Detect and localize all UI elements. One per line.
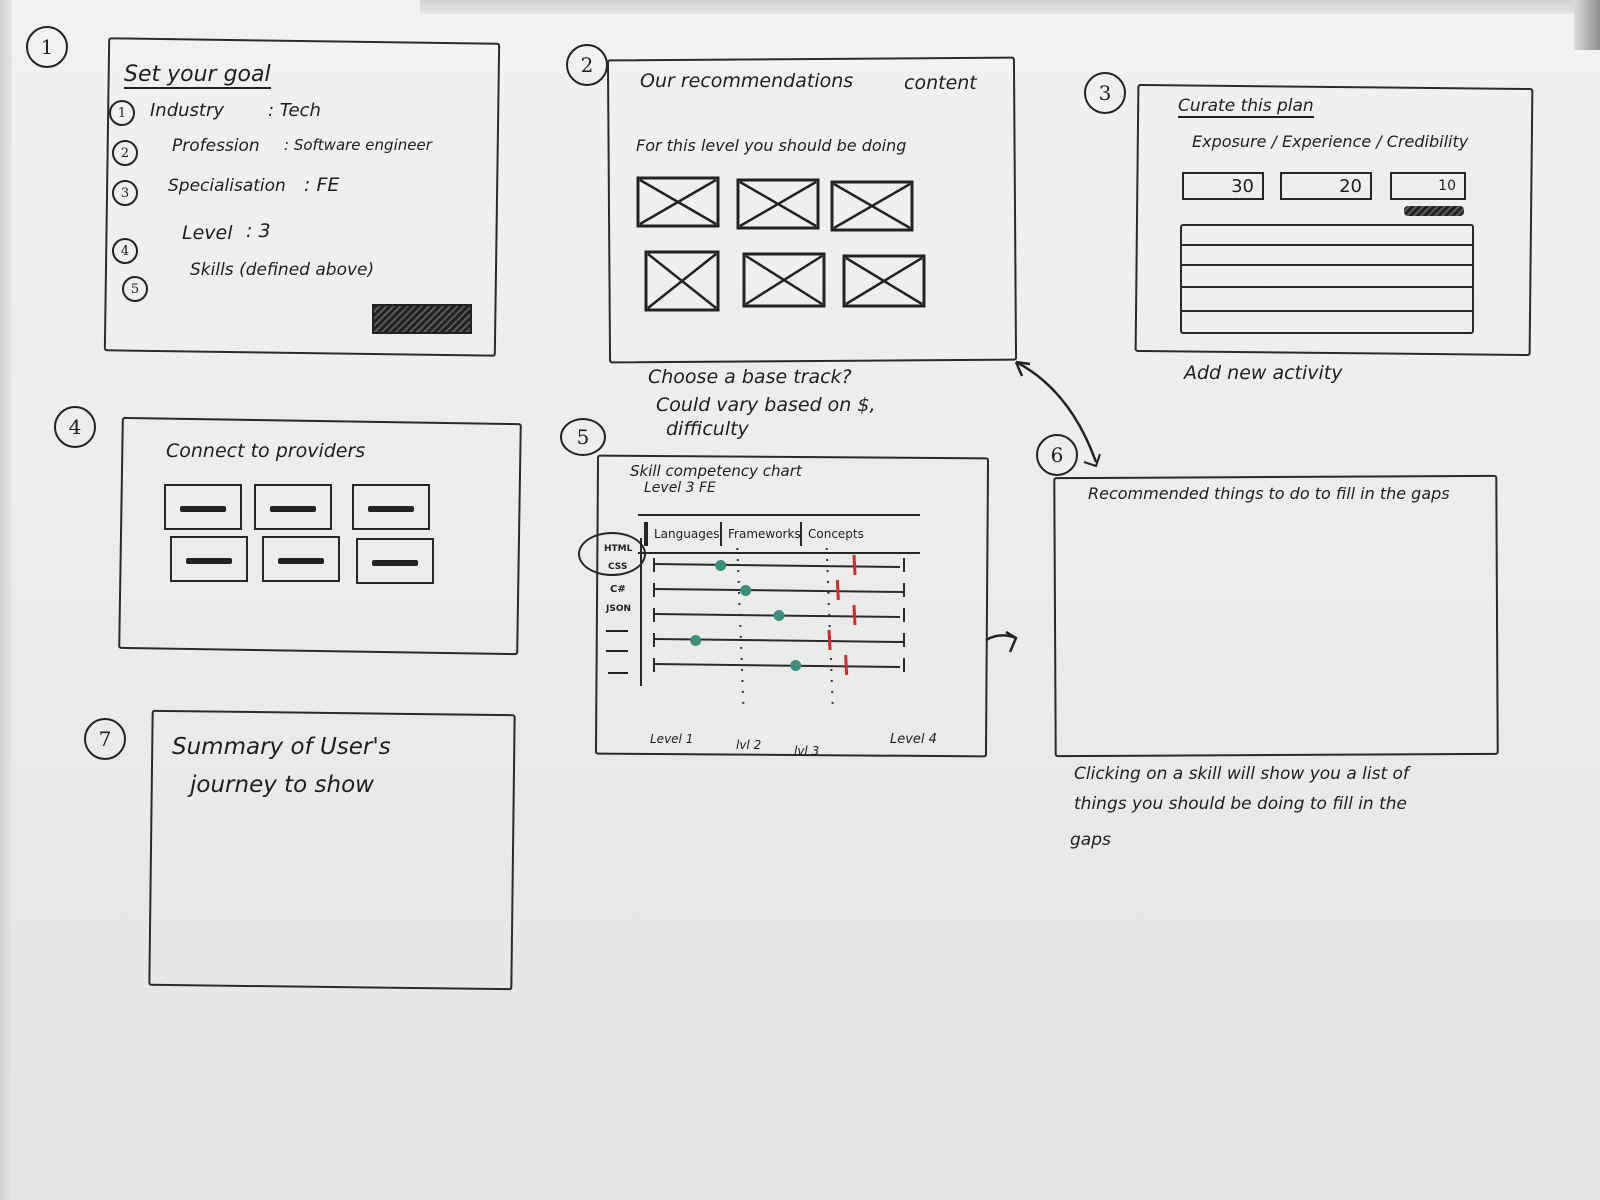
chart-subtitle: Level 3 FE (644, 480, 716, 496)
item-2-number: 2 (112, 140, 138, 166)
screen7-title-line-1: Summary of User's (172, 734, 391, 760)
screen6-title: Recommended things to do to fill in the … (1088, 484, 1450, 503)
row-label-css[interactable]: CSS (608, 562, 628, 572)
item-1-number: 1 (109, 100, 135, 126)
recommendation-placeholder-6[interactable] (842, 254, 926, 308)
row-label-blank-3[interactable] (608, 672, 628, 674)
tab-concepts[interactable]: Concepts (800, 522, 908, 546)
chart-tab-strip (638, 514, 920, 554)
x-tick-lvl-3: lvl 3 (794, 744, 820, 758)
provider-tile-2[interactable] (254, 484, 332, 530)
screen-number-7: 7 (84, 718, 126, 760)
provider-tile-4[interactable] (170, 536, 248, 582)
recommendation-placeholder-4[interactable] (644, 250, 720, 312)
item-2-label: Profession (172, 136, 260, 156)
provider-tile-3[interactable] (352, 484, 430, 530)
provider-tile-5[interactable] (262, 536, 340, 582)
skill-track-line (653, 663, 901, 668)
item-3-number: 3 (112, 180, 138, 206)
tab-languages[interactable]: Languages (644, 522, 724, 546)
recommendation-placeholder-5[interactable] (742, 252, 826, 308)
screen2-title-right: content (904, 72, 977, 94)
x-tick-level-4: Level 4 (890, 732, 937, 747)
screen2-note-line-3: difficulty (666, 418, 749, 440)
target-level-marker (827, 629, 832, 651)
item-2-value: : Software engineer (284, 136, 432, 154)
row-label-html[interactable]: HTML (604, 544, 633, 554)
target-level-marker (844, 654, 849, 676)
screen3-action-button-sketch[interactable] (1404, 206, 1464, 216)
row-label-json[interactable]: JSON (606, 604, 632, 614)
screen6-note-line-3: gaps (1070, 830, 1111, 850)
screen-number-6: 6 (1036, 434, 1078, 476)
screen6-note-line-1: Clicking on a skill will show you a list… (1074, 764, 1409, 784)
skill-track-line (653, 588, 905, 593)
item-1-value: : Tech (268, 100, 321, 121)
x-tick-lvl-2: lvl 2 (736, 738, 762, 752)
row-label-csharp[interactable]: C# (610, 584, 626, 595)
add-new-activity-link[interactable]: Add new activity (1184, 362, 1343, 384)
level-guide-line (736, 547, 745, 705)
screen2-note-line-2: Could vary based on $, (656, 394, 876, 416)
screen-number-4: 4 (54, 406, 96, 448)
chart-title: Skill competency chart (630, 462, 802, 480)
screen-number-5: 5 (560, 418, 606, 456)
row-label-blank-1[interactable] (606, 630, 628, 632)
skill-competency-chart[interactable] (640, 540, 920, 720)
screen2-title: Our recommendations (640, 70, 854, 92)
item-4-value: : 3 (246, 220, 271, 242)
item-5-number: 5 (122, 276, 148, 302)
activity-row[interactable] (1182, 264, 1472, 266)
screen3-columns: Exposure / Experience / Credibility (1192, 132, 1469, 151)
screen4-title: Connect to providers (166, 440, 366, 462)
item-3-value: : FE (304, 174, 340, 196)
provider-tile-6[interactable] (356, 538, 434, 584)
activity-row[interactable] (1182, 286, 1472, 288)
x-tick-level-1: Level 1 (650, 732, 694, 746)
screen2-subtitle: For this level you should be doing (636, 136, 907, 155)
whiteboard-frame-left (0, 0, 12, 1200)
screen6-frame (1053, 474, 1499, 758)
chart-side-panel (594, 538, 642, 686)
recommendation-placeholder-2[interactable] (736, 178, 820, 230)
current-level-point[interactable] (715, 560, 727, 571)
screen3-title: Curate this plan (1178, 96, 1314, 118)
target-level-marker (852, 554, 857, 576)
current-level-point[interactable] (790, 660, 802, 671)
tab-frameworks[interactable]: Frameworks (720, 522, 801, 546)
screen2-note-line-1: Choose a base track? (648, 366, 852, 388)
selected-skill-highlight (578, 532, 646, 576)
screen-number-2: 2 (566, 44, 608, 86)
activity-row[interactable] (1182, 244, 1472, 246)
screen6-note-line-2: things you should be doing to fill in th… (1074, 794, 1407, 814)
item-4-number: 4 (112, 238, 138, 264)
whiteboard-frame-corner (1574, 0, 1600, 50)
item-5-label: Skills (defined above) (190, 260, 375, 280)
exposure-input[interactable]: 30 (1182, 172, 1264, 200)
target-level-marker (852, 604, 857, 626)
current-level-point[interactable] (740, 585, 752, 596)
target-level-marker (835, 579, 840, 601)
whiteboard-frame-top (420, 0, 1600, 14)
screen1-title: Set your goal (124, 62, 271, 89)
item-3-label: Specialisation (168, 176, 286, 196)
screen-number-1: 1 (26, 26, 68, 68)
skill-track-line (653, 563, 901, 568)
activity-list[interactable] (1180, 224, 1474, 334)
recommendation-placeholder-1[interactable] (636, 176, 720, 228)
item-4-label: Level (182, 222, 233, 244)
current-level-point[interactable] (690, 635, 702, 646)
current-level-point[interactable] (773, 610, 785, 621)
screen-number-3: 3 (1084, 72, 1126, 114)
provider-tile-1[interactable] (164, 484, 242, 530)
level-guide-line (825, 547, 834, 705)
activity-row[interactable] (1182, 310, 1472, 312)
recommendation-placeholder-3[interactable] (830, 180, 914, 232)
submit-button-sketch[interactable] (372, 304, 472, 334)
credibility-input[interactable]: 10 (1390, 172, 1466, 200)
screen7-title-line-2: journey to show (190, 772, 374, 798)
row-label-blank-2[interactable] (606, 650, 628, 652)
experience-input[interactable]: 20 (1280, 172, 1372, 200)
item-1-label: Industry (150, 100, 225, 121)
